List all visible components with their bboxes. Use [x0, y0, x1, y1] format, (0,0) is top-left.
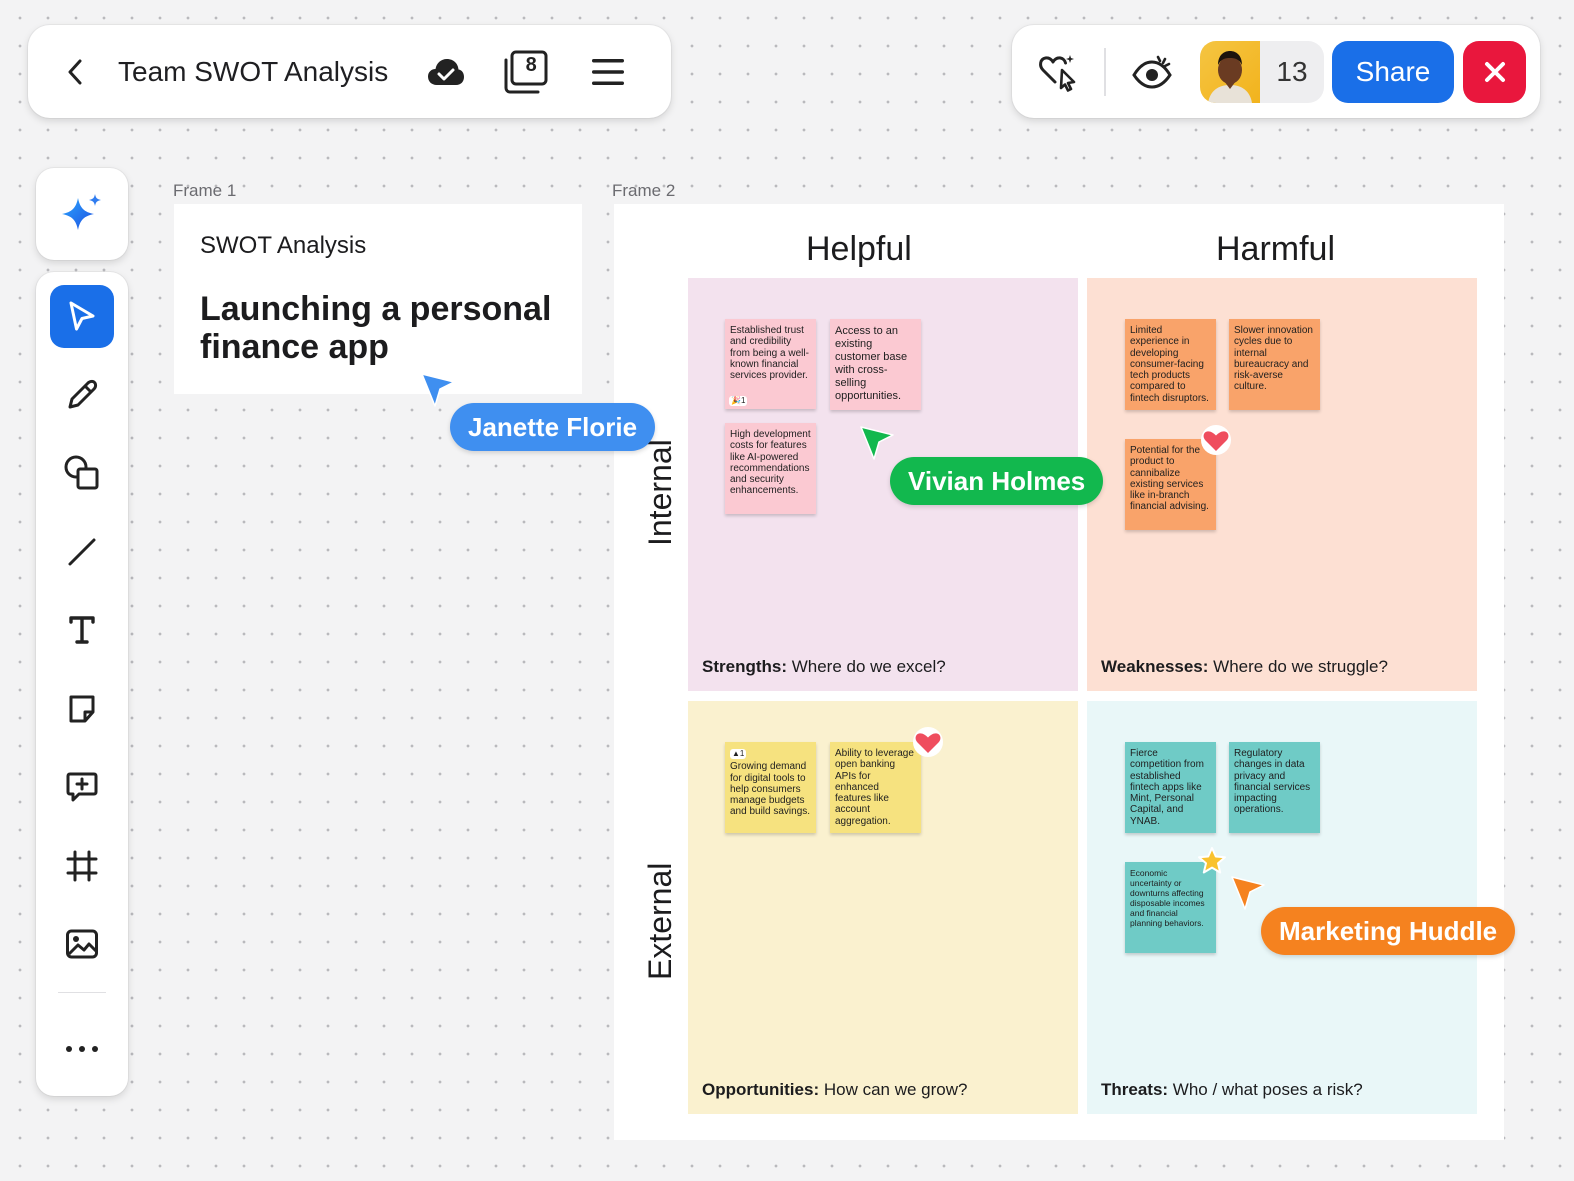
shapes-icon [64, 455, 99, 490]
cloud-check-icon[interactable] [426, 52, 466, 92]
collaborator-cursor-label: Marketing Huddle [1261, 907, 1516, 955]
sticky-note[interactable]: Access to an existing customer base with… [830, 319, 921, 410]
more-tools-button[interactable] [50, 1017, 114, 1080]
avatar[interactable] [1200, 40, 1260, 103]
sticky-note[interactable]: Fierce competition from established fint… [1125, 742, 1216, 833]
heart-icon[interactable] [912, 726, 944, 763]
frame1-label[interactable]: Frame 1 [173, 181, 237, 200]
frame1-subtitle: SWOT Analysis [200, 232, 367, 259]
text-icon [69, 616, 95, 644]
row-header-external: External [642, 862, 678, 980]
document-toolbar: Team SWOT Analysis 8 [28, 25, 671, 118]
row-header-internal: Internal [642, 439, 678, 546]
sticky-note[interactable]: High development costs for features like… [725, 423, 816, 514]
frame-2[interactable]: Helpful Harmful Internal External Establ… [614, 204, 1504, 1140]
opportunities-caption: Opportunities: How can we grow? [702, 1080, 968, 1099]
back-chevron-icon[interactable] [62, 52, 88, 92]
collaborator-cursor-label: Vivian Holmes [890, 457, 1104, 505]
share-button[interactable]: Share [1332, 40, 1454, 103]
image-tool[interactable] [50, 913, 114, 976]
sidebar-divider [58, 991, 106, 994]
cursor-arrow-icon [1230, 875, 1268, 918]
eye-icon[interactable] [1132, 52, 1172, 92]
strengths-quadrant[interactable]: Established trust and credibility from b… [688, 278, 1078, 691]
tools-sidebar [36, 272, 128, 1096]
pencil-icon [68, 379, 98, 409]
sticky-note[interactable]: Limited experience in developing consume… [1125, 319, 1216, 410]
comment-tool[interactable] [50, 756, 114, 819]
frame2-label[interactable]: Frame 2 [612, 181, 676, 200]
frame1-heading: Launching a personal finance app [200, 290, 552, 366]
pointer-icon [69, 301, 95, 331]
sticky-note-icon [69, 695, 95, 723]
weaknesses-quadrant[interactable]: Limited experience in developing consume… [1087, 278, 1477, 691]
sparkle-icon [62, 194, 101, 230]
opportunities-quadrant[interactable]: ▲1 Growing demand for digital tools to h… [688, 701, 1078, 1114]
close-button[interactable] [1463, 40, 1526, 103]
pages-count: 8 [525, 53, 537, 76]
ai-assistant-button[interactable] [36, 168, 128, 260]
sticky-note[interactable]: Slower innovation cycles due to internal… [1229, 319, 1320, 410]
more-icon [66, 1045, 98, 1052]
frame-icon [66, 850, 98, 882]
frame-1[interactable]: SWOT Analysis Launching a personal finan… [174, 204, 582, 394]
document-title[interactable]: Team SWOT Analysis [118, 55, 389, 87]
line-tool[interactable] [50, 521, 114, 584]
heart-icon[interactable] [1200, 424, 1232, 461]
reaction-badge[interactable]: ▲1 [730, 749, 747, 759]
frame-tool[interactable] [50, 835, 114, 898]
sticky-note[interactable]: Economic uncertainty or downturns affect… [1125, 862, 1216, 953]
star-icon[interactable] [1197, 846, 1227, 881]
pages-icon[interactable]: 8 [502, 48, 550, 96]
sticky-note[interactable]: Potential for the product to cannibalize… [1125, 439, 1216, 530]
strengths-caption: Strengths: Where do we excel? [702, 657, 946, 676]
sticky-note[interactable]: ▲1 Growing demand for digital tools to h… [725, 742, 816, 833]
line-icon [68, 538, 96, 566]
weaknesses-caption: Weaknesses: Where do we struggle? [1101, 657, 1388, 676]
pen-tool[interactable] [50, 364, 114, 427]
select-tool[interactable] [50, 285, 114, 348]
sticky-note[interactable]: Ability to leverage open banking APIs fo… [830, 742, 921, 833]
collaborator-cursor-label: Janette Florie [450, 403, 656, 451]
sticky-note-tool[interactable] [50, 678, 114, 741]
collaboration-toolbar: 13 Share [1012, 25, 1540, 118]
text-tool[interactable] [50, 599, 114, 662]
close-icon [1484, 61, 1505, 82]
heart-sparkle-icon[interactable] [1038, 52, 1078, 92]
shapes-tool[interactable] [50, 442, 114, 505]
sticky-note[interactable]: Established trust and credibility from b… [725, 319, 816, 409]
sticky-note[interactable]: Regulatory changes in data privacy and f… [1229, 742, 1320, 833]
column-header-harmful: Harmful [1216, 230, 1336, 268]
cursor-arrow-icon [420, 372, 458, 415]
reaction-badge[interactable]: 🎉1 [729, 395, 748, 406]
threats-caption: Threats: Who / what poses a risk? [1101, 1080, 1363, 1099]
toolbar-divider [1104, 47, 1106, 96]
hamburger-menu-icon[interactable] [588, 52, 628, 92]
collaborators-count[interactable]: 13 [1260, 40, 1324, 103]
column-header-helpful: Helpful [806, 230, 912, 268]
comment-add-icon [66, 772, 98, 802]
cursor-arrow-icon [859, 425, 897, 468]
image-icon [66, 929, 98, 959]
